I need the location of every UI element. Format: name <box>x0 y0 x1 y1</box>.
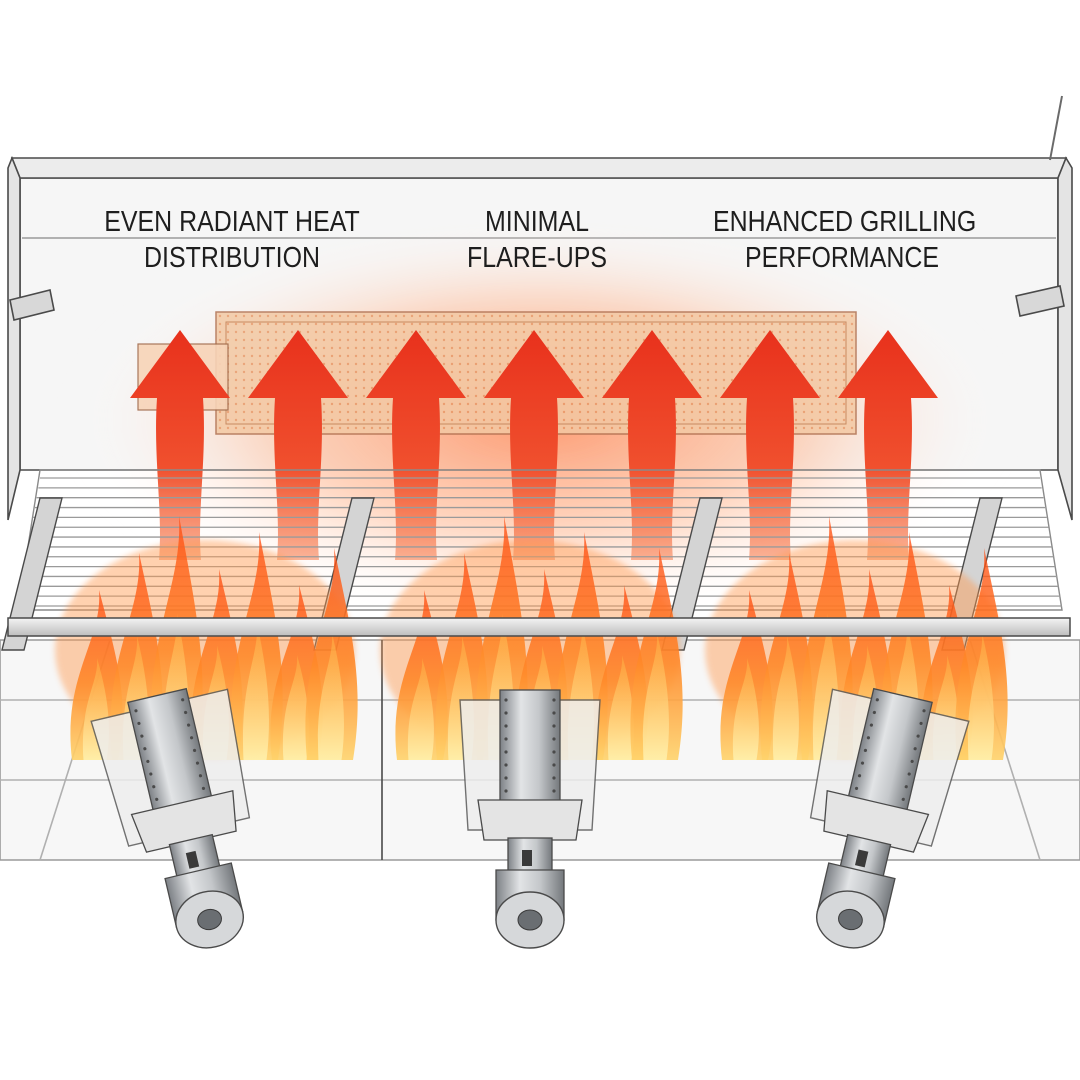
heat-arrow <box>130 330 230 560</box>
burner <box>90 687 251 949</box>
feature-label-even-heat-line1: EVEN RADIANT HEAT <box>104 206 360 238</box>
feature-label-flare-ups-line2: FLARE-UPS <box>467 242 607 274</box>
grate-support-channel <box>1 497 63 651</box>
flame-core <box>732 658 759 760</box>
flame-core <box>642 632 669 760</box>
heat-arrow <box>720 330 820 560</box>
heat-arrow <box>484 330 584 560</box>
flame-core <box>772 635 799 760</box>
heat-arrow <box>366 330 466 560</box>
feature-label-even-heat-line2: DISTRIBUTION <box>144 242 320 274</box>
feature-label-performance-line2: PERFORMANCE <box>744 242 939 274</box>
flame-core <box>407 658 434 760</box>
grate-support-channel <box>661 497 723 651</box>
flame-core <box>282 655 309 760</box>
flame-core <box>317 632 344 760</box>
left-side-wall <box>7 155 21 521</box>
right-bracket <box>1015 285 1065 317</box>
flame-core <box>967 632 994 760</box>
flame-core <box>242 623 269 760</box>
heat-arrow <box>838 330 938 560</box>
right-side-wall <box>1057 156 1073 521</box>
burner <box>809 687 970 949</box>
feature-label-performance: ENHANCED GRILLING PERFORMANCE <box>713 204 977 276</box>
heat-arrow <box>602 330 702 560</box>
flame-core <box>607 655 634 760</box>
front-rail <box>7 617 1071 637</box>
heat-arrows <box>130 330 938 560</box>
left-bracket <box>9 289 55 321</box>
feature-label-even-heat: EVEN RADIANT HEAT DISTRIBUTION <box>86 204 378 276</box>
feature-label-flare-ups-line1: MINIMAL <box>485 206 589 238</box>
top-lip <box>10 157 1068 179</box>
burner-tubes <box>90 687 970 949</box>
feature-label-flare-ups: MINIMAL FLARE-UPS <box>421 204 653 276</box>
heat-arrow <box>248 330 348 560</box>
burner <box>459 689 601 949</box>
feature-label-performance-line1: ENHANCED GRILLING <box>713 206 977 238</box>
